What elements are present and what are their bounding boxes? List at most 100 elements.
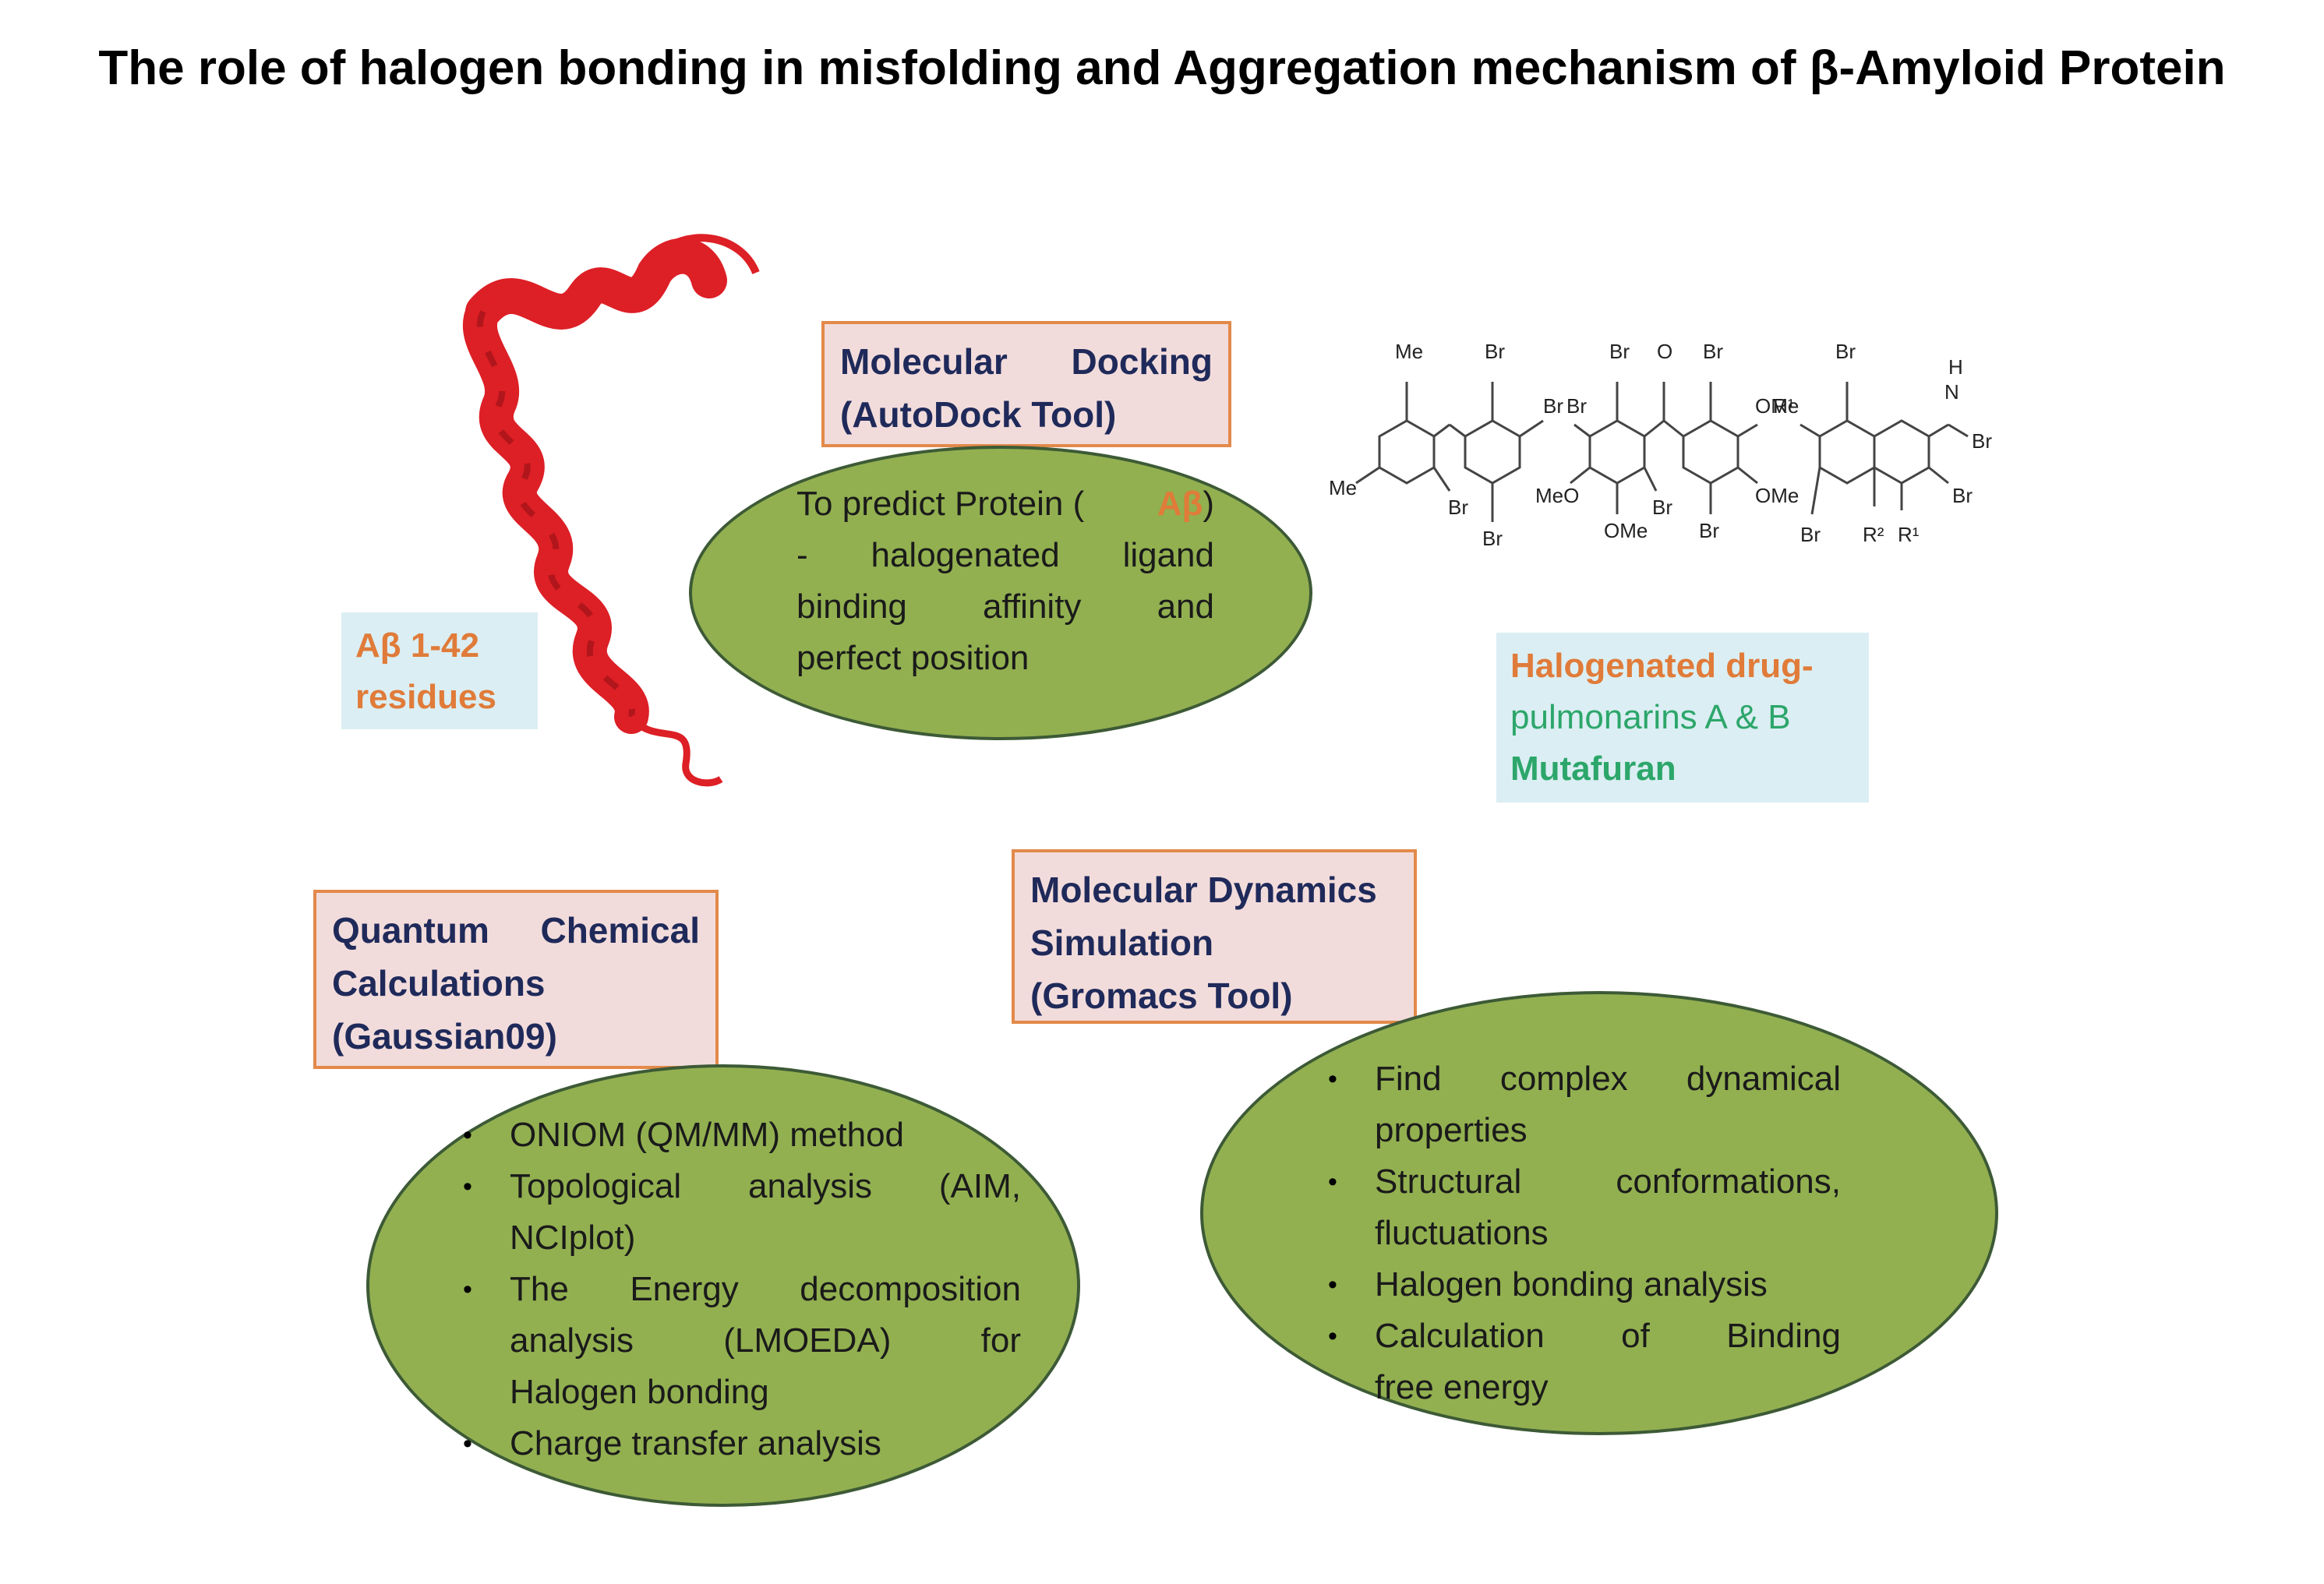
md-b4-w2: of [1621,1317,1650,1355]
bullet-dot: • [1328,1167,1337,1197]
qc-bullet-1-text: ONIOM (QM/MM) method [510,1116,905,1154]
docking-line3-w1: binding [796,587,907,626]
qc-b3-w3: decomposition [800,1270,1021,1308]
docking-line2-w2: halogenated [871,536,1060,574]
md-ellipse-text: • Find complex dynamical properties • St… [1317,1053,1841,1413]
bullet-dot: • [463,1429,472,1459]
chem-label-br2: Br [1543,394,1563,418]
docking-line1: To predict Protein ( Aβ) [796,478,1214,530]
md-b1-w3: dynamical [1686,1060,1841,1098]
chem-label-r1a: R¹ [1773,394,1795,418]
bullet-dot: • [463,1172,472,1201]
qc-box-line1: Quantum Chemical [332,904,700,957]
md-bullet-2: • Structural conformations, [1317,1156,1841,1208]
chem-label-ome3: OMe [1604,519,1648,542]
protein-helix-image [462,234,760,787]
chem-label-r2: R² [1863,523,1884,546]
md-bullet-3-text: Halogen bonding analysis [1375,1265,1768,1304]
md-bullet-4-line: Calculation of Binding [1375,1311,1841,1362]
chem-label-br5: Br [1609,340,1630,363]
protein-label-line1: Aβ 1-42 [355,626,479,665]
docking-line2-w3: ligand [1122,536,1214,574]
chem-label-h1: H [1948,355,1963,379]
chem-label-me2: Me [1329,476,1357,499]
chem-label-o1: O [1657,340,1672,363]
protein-label: Aβ 1-42 residues [341,612,538,729]
docking-line1-rest: Aβ) [1084,478,1214,530]
qc-bullet-4: • Charge transfer analysis [452,1418,1021,1469]
bullet-dot: • [1328,1321,1337,1351]
md-b2-w2: conformations, [1616,1162,1841,1201]
md-bullet-1-line: Find complex dynamical [1375,1053,1841,1105]
chem-label-ome1: OMe [1755,394,1799,418]
qc-b2-w2: analysis [748,1167,872,1205]
chem-label-br13: Br [1800,523,1821,546]
qc-b3-w2: Energy [630,1270,739,1308]
qc-b2-w1: Topological [510,1167,682,1205]
chem-label-r1b: R¹ [1898,523,1920,546]
chem-label-br9: Br [1699,519,1719,542]
chem-label-br11: Br [1972,429,1992,453]
md-box-line2: Simulation [1030,923,1214,963]
qc-box-word2: Chemical [540,910,700,951]
docking-box-line2: (AutoDock Tool) [840,394,1117,435]
chem-label-me1: Me [1395,340,1423,363]
bullet-dot: • [1328,1064,1337,1094]
qc-bullet-2-line: Topological analysis (AIM, [510,1161,1021,1212]
docking-line1-b: ) [1203,485,1214,523]
docking-line2: - halogenated ligand [796,530,1214,581]
chemical-structures-image: Me Br Br Me Br Br Br O Br Br OMe MeO Br … [1329,340,1992,550]
chem-label-br1: Br [1485,340,1505,363]
chem-label-br4: Br [1482,527,1503,550]
qc-bullet-2-cont: NCIplot) [510,1219,636,1257]
qc-bullet-3-line: The Energy decomposition [510,1264,1021,1315]
docking-ellipse [689,446,1312,740]
qc-bullet-1: • ONIOM (QM/MM) method [452,1110,1021,1161]
md-b4-w3: Binding [1726,1317,1841,1355]
md-b2-w1: Structural [1375,1162,1522,1201]
docking-ellipse-text: To predict Protein ( Aβ) - halogenated l… [796,478,1214,684]
md-b4-w1: Calculation [1375,1317,1545,1355]
halogenated-drug-label: Halogenated drug- pulmonarins A & B Muta… [1496,633,1869,803]
bullet-dot: • [463,1275,472,1304]
quantum-chemical-ellipse [366,1064,1080,1507]
qc-bullet-3-cont1: analysis (LMOEDA) for [452,1315,1021,1367]
md-b1-w1: Find [1375,1060,1442,1098]
qc-bullet-3-cont2: Halogen bonding [510,1373,769,1411]
chem-label-br6: Br [1703,340,1723,363]
drug-label-line1: Halogenated drug- [1510,647,1814,685]
docking-line3: binding affinity and [796,581,1214,633]
qc-bullet-4-text: Charge transfer analysis [510,1424,881,1462]
qc-box-word1: Quantum [332,910,489,951]
qc-bullet-3: • The Energy decomposition [452,1264,1021,1315]
md-box-line1: Molecular Dynamics [1030,870,1377,910]
docking-line3-w2: affinity [983,587,1082,626]
md-bullet-4-cont: free energy [1375,1368,1549,1406]
qc-b3c1-w3: for [980,1321,1021,1360]
md-bullet-2-cont: fluctuations [1375,1214,1549,1252]
md-box-line3: (Gromacs Tool) [1030,975,1293,1016]
md-bullet-4: • Calculation of Binding [1317,1311,1841,1362]
qc-b3c1-w1: analysis [510,1321,634,1360]
bullet-dot: • [1328,1270,1337,1300]
drug-label-line2: pulmonarins A & B [1510,698,1791,736]
page-title: The role of halogen bonding in misfoldin… [98,41,2226,95]
molecular-dynamics-box: Molecular Dynamics Simulation (Gromacs T… [1012,849,1417,1024]
qc-bullet-2: • Topological analysis (AIM, [452,1161,1021,1212]
qc-bullet-3-cont1-line: analysis (LMOEDA) for [510,1315,1021,1367]
chem-label-br10: Br [1835,340,1856,363]
docking-line1-ab: Aβ [1157,485,1203,523]
chem-label-br8: Br [1652,496,1672,519]
chem-label-meo1: MeO [1535,484,1579,507]
protein-label-line2: residues [355,678,496,716]
chem-label-br12: Br [1952,484,1973,507]
chem-label-br3: Br [1448,496,1468,519]
docking-line2-w1: - [796,536,808,574]
md-bullet-1: • Find complex dynamical [1317,1053,1841,1105]
molecular-dynamics-ellipse [1200,991,1998,1435]
md-bullet-3: • Halogen bonding analysis [1317,1259,1841,1311]
chem-label-ome2: OMe [1755,484,1799,507]
qc-b3-w1: The [510,1270,569,1308]
quantum-chemical-box: Quantum Chemical Calculations (Gaussian0… [313,890,719,1069]
molecular-docking-box: Molecular Docking (AutoDock Tool) [821,321,1231,447]
